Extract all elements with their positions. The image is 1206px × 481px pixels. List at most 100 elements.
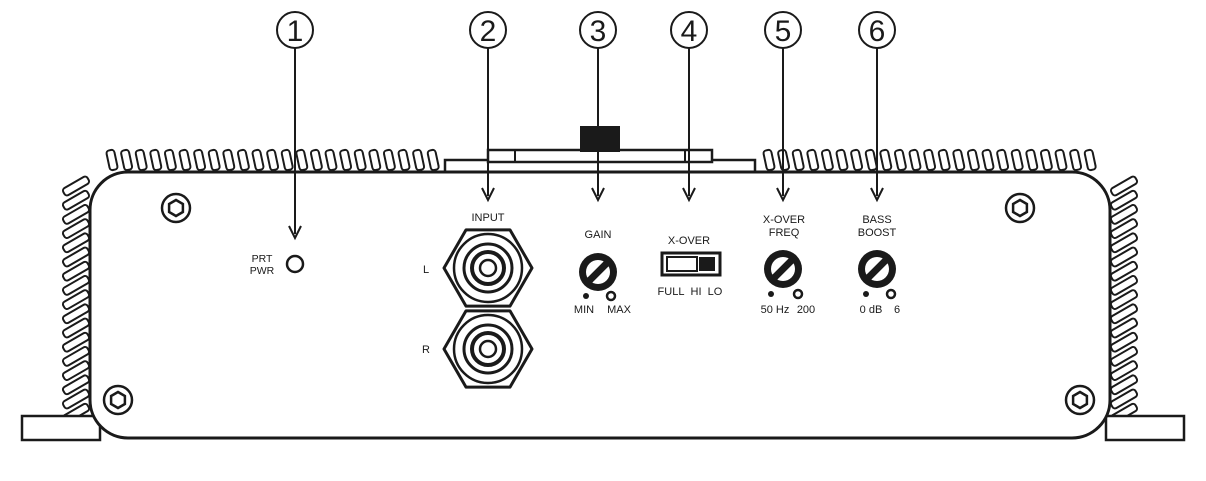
callout-5: 5 xyxy=(764,11,802,203)
rca-jack-left[interactable] xyxy=(442,228,534,308)
protect-power-led xyxy=(285,254,305,274)
bass-low-label: 0 dB xyxy=(860,304,883,316)
fin xyxy=(1069,148,1083,172)
fin xyxy=(280,148,294,172)
top-bracket xyxy=(443,126,757,176)
gain-knob[interactable] xyxy=(579,253,617,302)
heatsink-fins-top xyxy=(105,148,1097,172)
fin xyxy=(193,148,207,172)
fin xyxy=(120,148,134,172)
fin xyxy=(382,148,396,172)
fin xyxy=(952,148,966,172)
crossover-frequency-knob[interactable] xyxy=(764,250,804,300)
callout-6: 6 xyxy=(858,11,896,203)
heatsink-fins-right xyxy=(1109,175,1139,424)
fin xyxy=(353,148,367,172)
min-dot-marker xyxy=(768,291,774,297)
fin xyxy=(835,148,849,172)
fin xyxy=(149,148,163,172)
fin xyxy=(1109,189,1139,211)
fin xyxy=(61,175,91,197)
fin xyxy=(61,218,91,239)
protect-power-led-group: PRT PWR xyxy=(250,253,305,277)
fin xyxy=(178,148,192,172)
crossover-switch-group: X-OVER FULL HI LO xyxy=(658,235,723,298)
callout-arrowhead xyxy=(591,187,605,203)
crossover-switch[interactable] xyxy=(660,251,722,277)
fin xyxy=(806,148,820,172)
callout-arrowhead xyxy=(870,187,884,203)
faceplate-screws xyxy=(102,192,1096,416)
fin xyxy=(61,260,91,282)
fin xyxy=(295,148,309,172)
faceplate xyxy=(88,170,1112,440)
fin xyxy=(996,148,1010,172)
mounting-foot-right xyxy=(1104,414,1186,442)
xover-label: X-OVER xyxy=(668,235,710,247)
fin xyxy=(1109,275,1139,296)
fin xyxy=(1109,204,1139,225)
fin xyxy=(1109,218,1139,239)
callout-1: 1 xyxy=(276,11,314,241)
fin xyxy=(61,317,91,339)
screw xyxy=(102,384,134,416)
fin xyxy=(1109,317,1139,339)
fin xyxy=(309,148,323,172)
fin xyxy=(324,148,338,172)
freq-low-label: 50 Hz xyxy=(761,304,790,316)
bass-boost-knob[interactable] xyxy=(858,250,897,300)
fin xyxy=(61,331,91,353)
callout-arrowhead xyxy=(481,187,495,203)
callout-number: 5 xyxy=(775,15,792,48)
fin xyxy=(236,148,250,172)
callout-number: 6 xyxy=(869,15,886,48)
rca-inputs-group: INPUT L R xyxy=(422,212,534,389)
fin xyxy=(850,148,864,172)
screw xyxy=(1064,384,1096,416)
mounting-foot-left xyxy=(20,414,102,442)
callout-4: 4 xyxy=(670,11,708,203)
screw xyxy=(1004,192,1036,224)
fin xyxy=(426,148,440,172)
xover-hi-label: HI xyxy=(691,286,702,298)
fin xyxy=(251,148,265,172)
fin xyxy=(134,148,148,172)
max-dot-marker xyxy=(605,290,617,302)
fin xyxy=(412,148,426,172)
fin xyxy=(1010,148,1024,172)
prt-label: PRT xyxy=(252,253,273,265)
fin xyxy=(762,148,776,172)
rca-jack-right[interactable] xyxy=(442,309,534,389)
fin xyxy=(981,148,995,172)
fin xyxy=(61,374,91,396)
fin xyxy=(61,204,91,225)
fin xyxy=(1109,346,1139,367)
min-dot-marker xyxy=(863,291,869,297)
callout-2: 2 xyxy=(469,11,507,203)
right-channel-label: R xyxy=(422,344,430,356)
callout-number: 4 xyxy=(681,15,698,48)
callout-number: 3 xyxy=(590,15,607,48)
fin xyxy=(61,275,91,296)
gain-label: GAIN xyxy=(585,229,612,241)
fin xyxy=(61,246,91,268)
bass-label-line1: BASS xyxy=(862,214,891,226)
bass-boost-knob-group: BASS BOOST 0 dB 6 xyxy=(858,214,900,316)
fin xyxy=(222,148,236,172)
min-dot-marker xyxy=(583,293,589,299)
fin xyxy=(820,148,834,172)
max-dot-marker xyxy=(885,288,897,300)
fin xyxy=(339,148,353,172)
fin xyxy=(1054,148,1068,172)
fin xyxy=(1109,374,1139,396)
fin xyxy=(61,388,91,410)
callout-arrowhead xyxy=(776,187,790,203)
fin xyxy=(1109,175,1139,197)
fin xyxy=(61,189,91,211)
left-channel-label: L xyxy=(423,264,429,276)
callout-number: 1 xyxy=(287,15,304,48)
xover-freq-label-line2: FREQ xyxy=(769,227,800,239)
fin xyxy=(1109,289,1139,310)
fin xyxy=(163,148,177,172)
fin xyxy=(61,346,91,367)
